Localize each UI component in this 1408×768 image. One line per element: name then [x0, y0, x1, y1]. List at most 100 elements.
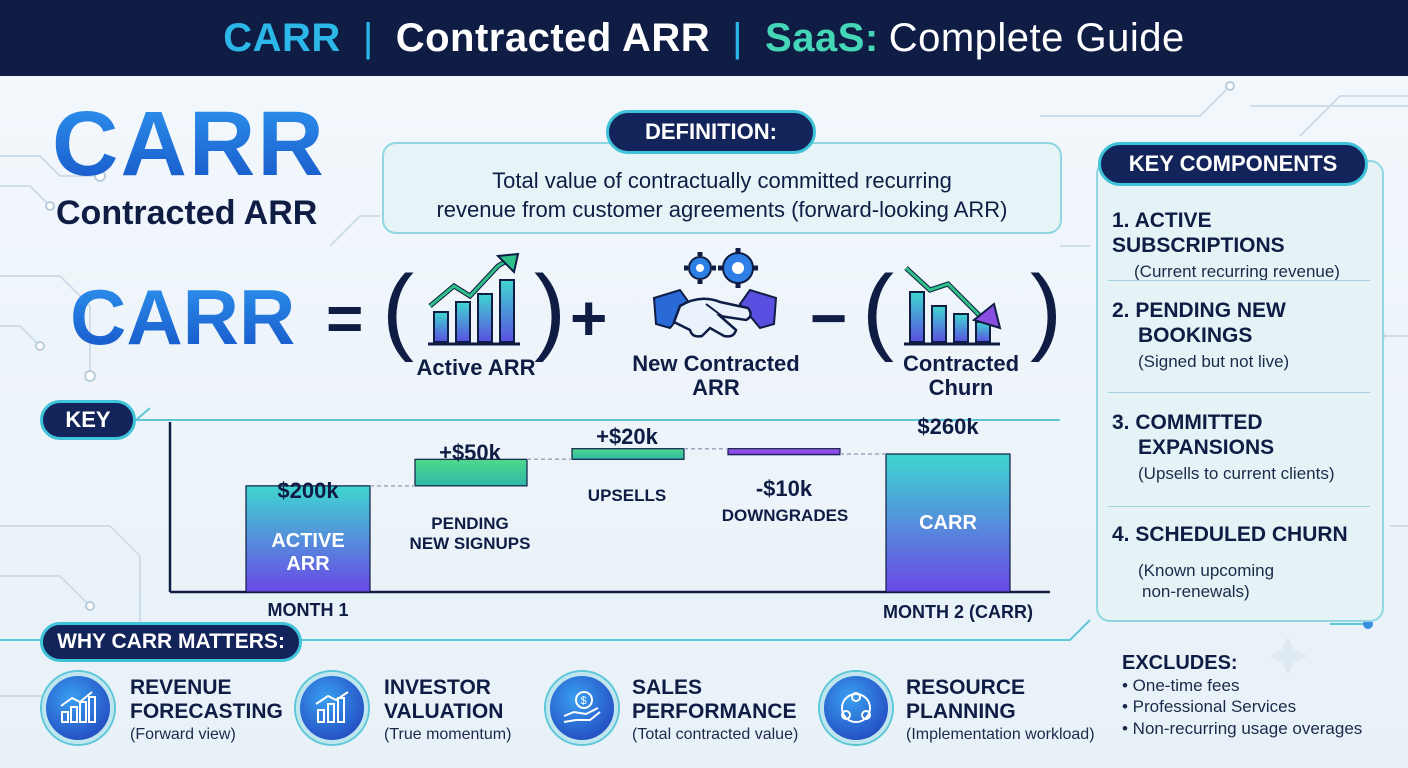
formula-term2-line1: New Contracted [632, 351, 800, 376]
bar-active-arr [245, 485, 371, 593]
key-components-panel [1096, 160, 1384, 622]
formula-open-paren-1: ( [382, 256, 414, 363]
bar-caption-downgrades: DOWNGRADES [721, 506, 849, 525]
why4-sub: (Implementation workload) [906, 726, 1095, 744]
formula-open-paren-2: ( [862, 256, 894, 363]
bar-value-carr: $260k [917, 414, 979, 439]
formula-term3-line2: Churn [928, 375, 994, 401]
definition-label: DEFINITION: [606, 110, 816, 154]
valuation-chart-icon [296, 672, 368, 744]
bar-value-downgrades: -$10k [755, 476, 813, 501]
why-item-sales: SALES PERFORMANCE (Total contracted valu… [632, 676, 798, 744]
kc-divider [1108, 280, 1370, 281]
excludes-item: • Non-recurring usage overages [1122, 718, 1363, 738]
x-label-month1: MONTH 1 [267, 600, 349, 620]
why1-title-line2: FORECASTING [130, 700, 283, 724]
bar-carr [885, 453, 1011, 593]
why4-title-line2: PLANNING [906, 700, 1016, 724]
kc-item4-sub-line1: (Known upcoming [1138, 561, 1275, 581]
why2-sub: (True momentum) [384, 726, 512, 744]
why3-sub: (Total contracted value) [632, 726, 799, 744]
excludes-item: • One-time fees [1122, 676, 1240, 695]
header-separator: | [362, 15, 374, 60]
formula-close-paren-1: ) [534, 256, 566, 363]
bar-caption-pending-line2: NEW SIGNUPS [409, 534, 531, 554]
definition-text-line1: Total value of contractually committed r… [492, 168, 952, 194]
hero-title: CARR [52, 93, 326, 195]
why3-title-line1: SALES [632, 676, 703, 699]
kc-item2-title-line2: BOOKINGS [1138, 324, 1253, 348]
key-components-title: KEY COMPONENTS [1098, 142, 1368, 186]
bar-pending-new-signups [414, 458, 528, 487]
key-label: KEY [40, 400, 136, 440]
formula-term-active-arr: Active ARR [416, 355, 536, 380]
header-complete-guide: Complete Guide [888, 15, 1185, 60]
formula-close-paren-2: ) [1030, 256, 1062, 363]
bar-caption-active: ACTIVE ARR [246, 530, 370, 576]
why-item-revenue: REVENUE FORECASTING (Forward view) [130, 676, 283, 744]
header-carr: CARR [223, 15, 341, 60]
kc-item3-title-line1: 3. COMMITTED [1112, 411, 1263, 434]
formula-term2-line2: ARR [692, 375, 740, 401]
kc-item2-sub: (Signed but not live) [1138, 352, 1290, 372]
header-separator-2: | [732, 15, 744, 60]
kc-item1-sub: (Current recurring revenue) [1134, 262, 1340, 282]
svg-text:$: $ [581, 695, 587, 707]
header-saas: SaaS: [765, 15, 879, 60]
why-item-resource: RESOURCE PLANNING (Implementation worklo… [906, 676, 1095, 744]
why2-title-line2: VALUATION [384, 700, 504, 724]
definition-text-line2: revenue from customer agreements (forwar… [436, 197, 1008, 222]
bar-value-pending: +$50k [439, 440, 501, 465]
formula-lhs: CARR [70, 273, 296, 361]
key-component-item: 4. SCHEDULED CHURN (Known upcoming non-r… [1112, 522, 1374, 602]
kc-item3-sub: (Upsells to current clients) [1138, 464, 1335, 484]
excludes-title: EXCLUDES: [1122, 652, 1238, 674]
kc-item4-title: 4. SCHEDULED CHURN [1112, 523, 1348, 546]
formula-term-contracted-churn: Contracted Churn [886, 351, 1036, 401]
excludes-item: • Professional Services [1122, 697, 1297, 717]
active-arr-chart-icon [428, 252, 520, 346]
formula-minus: − [810, 282, 848, 354]
header-contracted-arr: Contracted ARR [395, 15, 711, 60]
bar-value-active: $200k [277, 478, 339, 503]
churn-chart-icon [904, 266, 1002, 346]
bar-upsells [571, 448, 685, 460]
formula-equals: = [326, 282, 364, 354]
why4-title-line1: RESOURCE [906, 676, 1026, 699]
key-component-item: 1. ACTIVE SUBSCRIPTIONS (Current recurri… [1112, 208, 1374, 283]
key-component-item: 2. PENDING NEW BOOKINGS (Signed but not … [1112, 298, 1374, 373]
why3-title-line2: PERFORMANCE [632, 700, 797, 724]
bar-caption-pending-line1: PENDING [431, 514, 509, 533]
waterfall-chart [168, 422, 1050, 594]
definition-box: Total value of contractually committed r… [382, 142, 1062, 234]
why-item-investor: INVESTOR VALUATION (True momentum) [384, 676, 511, 744]
kc-item1-title: 1. ACTIVE SUBSCRIPTIONS [1112, 209, 1285, 258]
bar-caption-pending: PENDING NEW SIGNUPS [390, 514, 550, 555]
bar-caption-active-line1: ACTIVE [271, 530, 345, 552]
kc-divider [1108, 506, 1370, 507]
hero-subtitle: Contracted ARR [56, 194, 318, 232]
kc-item4-sub-line2: non-renewals) [1142, 581, 1250, 601]
bar-caption-active-line2: ARR [286, 553, 330, 575]
money-hand-icon: $ [546, 672, 618, 744]
kc-divider [1108, 392, 1370, 393]
chart-growth-icon [42, 672, 114, 744]
bar-caption-upsells: UPSELLS [587, 486, 667, 505]
excludes-section: EXCLUDES: • One-time fees • Professional… [1122, 652, 1402, 739]
header-bar: CARR | Contracted ARR | SaaS: Complete G… [0, 0, 1408, 76]
bar-value-upsells: +$20k [596, 424, 658, 449]
key-component-item: 3. COMMITTED EXPANSIONS (Upsells to curr… [1112, 410, 1374, 485]
x-label-month2: MONTH 2 (CARR) [883, 602, 1033, 622]
people-cycle-icon [820, 672, 892, 744]
why1-sub: (Forward view) [130, 726, 236, 744]
why2-title-line1: INVESTOR [384, 676, 491, 699]
formula-plus: + [570, 282, 608, 354]
formula-term3-line1: Contracted [902, 351, 1020, 376]
why-carr-matters-label: WHY CARR MATTERS: [40, 622, 302, 662]
kc-item3-title-line2: EXPANSIONS [1138, 436, 1275, 460]
why1-title-line1: REVENUE [130, 676, 232, 699]
bar-caption-carr: CARR [919, 512, 977, 534]
formula-term-new-contracted-arr: New Contracted ARR [608, 351, 824, 401]
bar-downgrades [727, 448, 841, 456]
handshake-gears-icon [652, 248, 778, 338]
